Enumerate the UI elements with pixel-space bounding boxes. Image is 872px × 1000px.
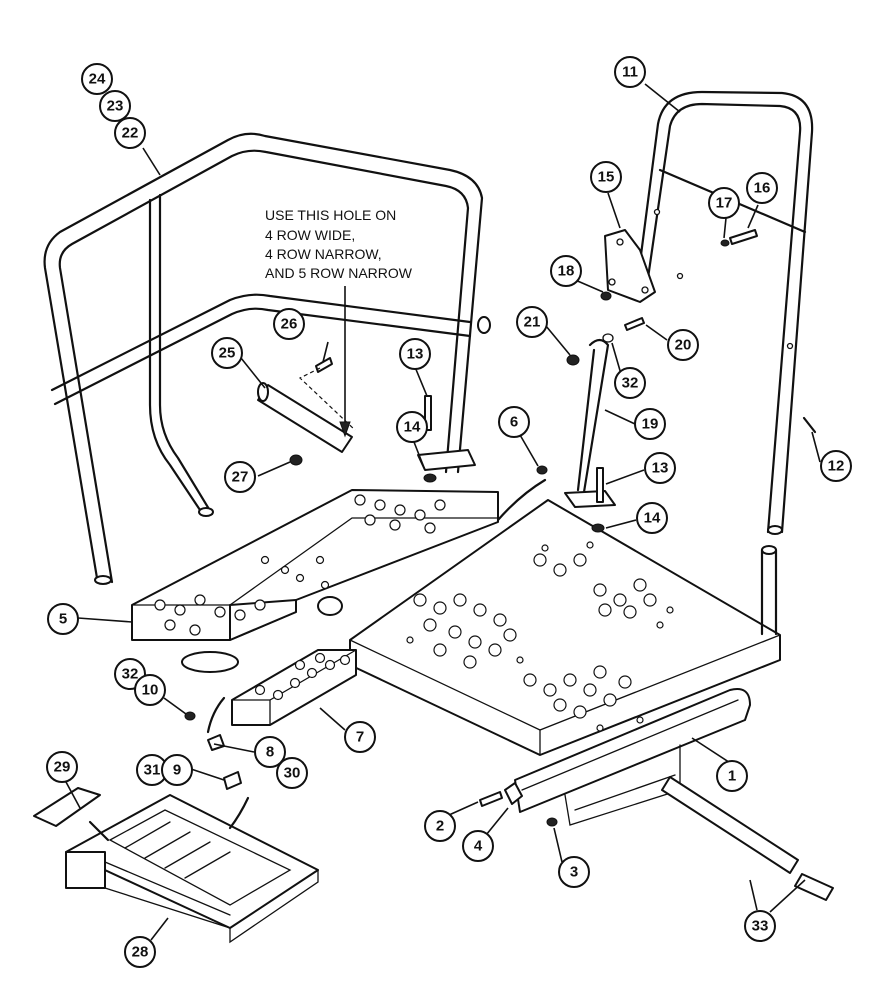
callout-13-left: 13 <box>399 338 431 370</box>
callout-33: 33 <box>744 910 776 942</box>
callout-15: 15 <box>590 161 622 193</box>
callout-25: 25 <box>211 337 243 369</box>
callout-12: 12 <box>820 450 852 482</box>
svg-text:4: 4 <box>474 838 483 855</box>
callout-17: 17 <box>708 187 740 219</box>
callout-13-right: 13 <box>644 452 676 484</box>
svg-text:32: 32 <box>122 666 139 683</box>
svg-text:19: 19 <box>642 416 659 433</box>
svg-text:20: 20 <box>675 337 692 354</box>
callout-31: 31 <box>136 754 168 786</box>
callout-29: 29 <box>46 751 78 783</box>
svg-text:3: 3 <box>570 864 578 881</box>
svg-text:2: 2 <box>436 818 444 835</box>
callout-8: 8 <box>254 736 286 768</box>
main-platform <box>349 499 781 826</box>
callout-7: 7 <box>344 721 376 753</box>
step-pad <box>33 787 101 827</box>
svg-text:14: 14 <box>644 510 661 527</box>
callout-4: 4 <box>462 830 494 862</box>
svg-text:30: 30 <box>284 765 301 782</box>
svg-text:12: 12 <box>828 458 845 475</box>
hardware <box>88 229 758 842</box>
svg-text:28: 28 <box>132 944 149 961</box>
svg-text:31: 31 <box>144 762 161 779</box>
svg-text:13: 13 <box>652 460 669 477</box>
callout-1: 1 <box>716 760 748 792</box>
callout-16: 16 <box>746 172 778 204</box>
callout-19: 19 <box>634 408 666 440</box>
shaft-25 <box>257 382 353 453</box>
callout-24: 24 <box>81 63 113 95</box>
assembly-note: USE THIS HOLE ON 4 ROW WIDE, 4 ROW NARRO… <box>265 207 413 438</box>
svg-text:29: 29 <box>54 759 71 776</box>
svg-text:25: 25 <box>219 345 236 362</box>
callouts: 24 23 22 11 16 17 15 18 20 21 32 26 25 1… <box>46 56 852 968</box>
callout-5: 5 <box>47 603 79 635</box>
svg-text:15: 15 <box>598 169 615 186</box>
svg-text:17: 17 <box>716 195 733 212</box>
callout-21: 21 <box>516 306 548 338</box>
callout-18: 18 <box>550 255 582 287</box>
note-line-4: AND 5 ROW NARROW <box>265 265 413 281</box>
svg-text:18: 18 <box>558 263 575 280</box>
callout-14-left: 14 <box>396 411 428 443</box>
svg-text:22: 22 <box>122 125 139 142</box>
svg-text:7: 7 <box>356 729 364 746</box>
svg-text:33: 33 <box>752 918 769 935</box>
note-line-2: 4 ROW WIDE, <box>265 227 355 243</box>
svg-text:5: 5 <box>59 611 67 628</box>
svg-text:16: 16 <box>754 180 771 197</box>
svg-text:27: 27 <box>232 469 249 486</box>
callout-22: 22 <box>114 117 146 149</box>
callout-28: 28 <box>124 936 156 968</box>
callout-30: 30 <box>276 757 308 789</box>
pin-12 <box>802 416 817 434</box>
svg-text:23: 23 <box>107 98 124 115</box>
svg-text:9: 9 <box>173 762 181 779</box>
svg-text:11: 11 <box>622 64 638 81</box>
callout-27: 27 <box>224 461 256 493</box>
svg-text:13: 13 <box>407 346 424 363</box>
svg-text:1: 1 <box>728 768 736 785</box>
svg-text:10: 10 <box>142 682 159 699</box>
svg-text:14: 14 <box>404 419 421 436</box>
callout-2: 2 <box>424 810 456 842</box>
step-tread <box>65 794 319 944</box>
svg-text:32: 32 <box>622 375 639 392</box>
callout-32-upper: 32 <box>614 367 646 399</box>
svg-text:8: 8 <box>266 744 274 761</box>
svg-text:6: 6 <box>510 414 518 431</box>
callout-11: 11 <box>614 56 646 88</box>
callout-23: 23 <box>99 90 131 122</box>
callout-10: 10 <box>134 674 166 706</box>
bracket-15 <box>604 229 656 303</box>
svg-text:21: 21 <box>524 314 541 331</box>
rear-step-plate <box>131 489 499 673</box>
callout-14-right: 14 <box>636 502 668 534</box>
callout-9: 9 <box>161 754 193 786</box>
callout-3: 3 <box>558 856 590 888</box>
callout-6: 6 <box>498 406 530 438</box>
note-line-1: USE THIS HOLE ON <box>265 207 396 223</box>
callout-20: 20 <box>667 329 699 361</box>
svg-text:24: 24 <box>89 71 106 88</box>
note-line-3: 4 ROW NARROW, <box>265 246 382 262</box>
shaft-33 <box>661 776 834 901</box>
callout-26: 26 <box>273 308 305 340</box>
front-step-block <box>231 649 357 726</box>
svg-text:26: 26 <box>281 316 298 333</box>
